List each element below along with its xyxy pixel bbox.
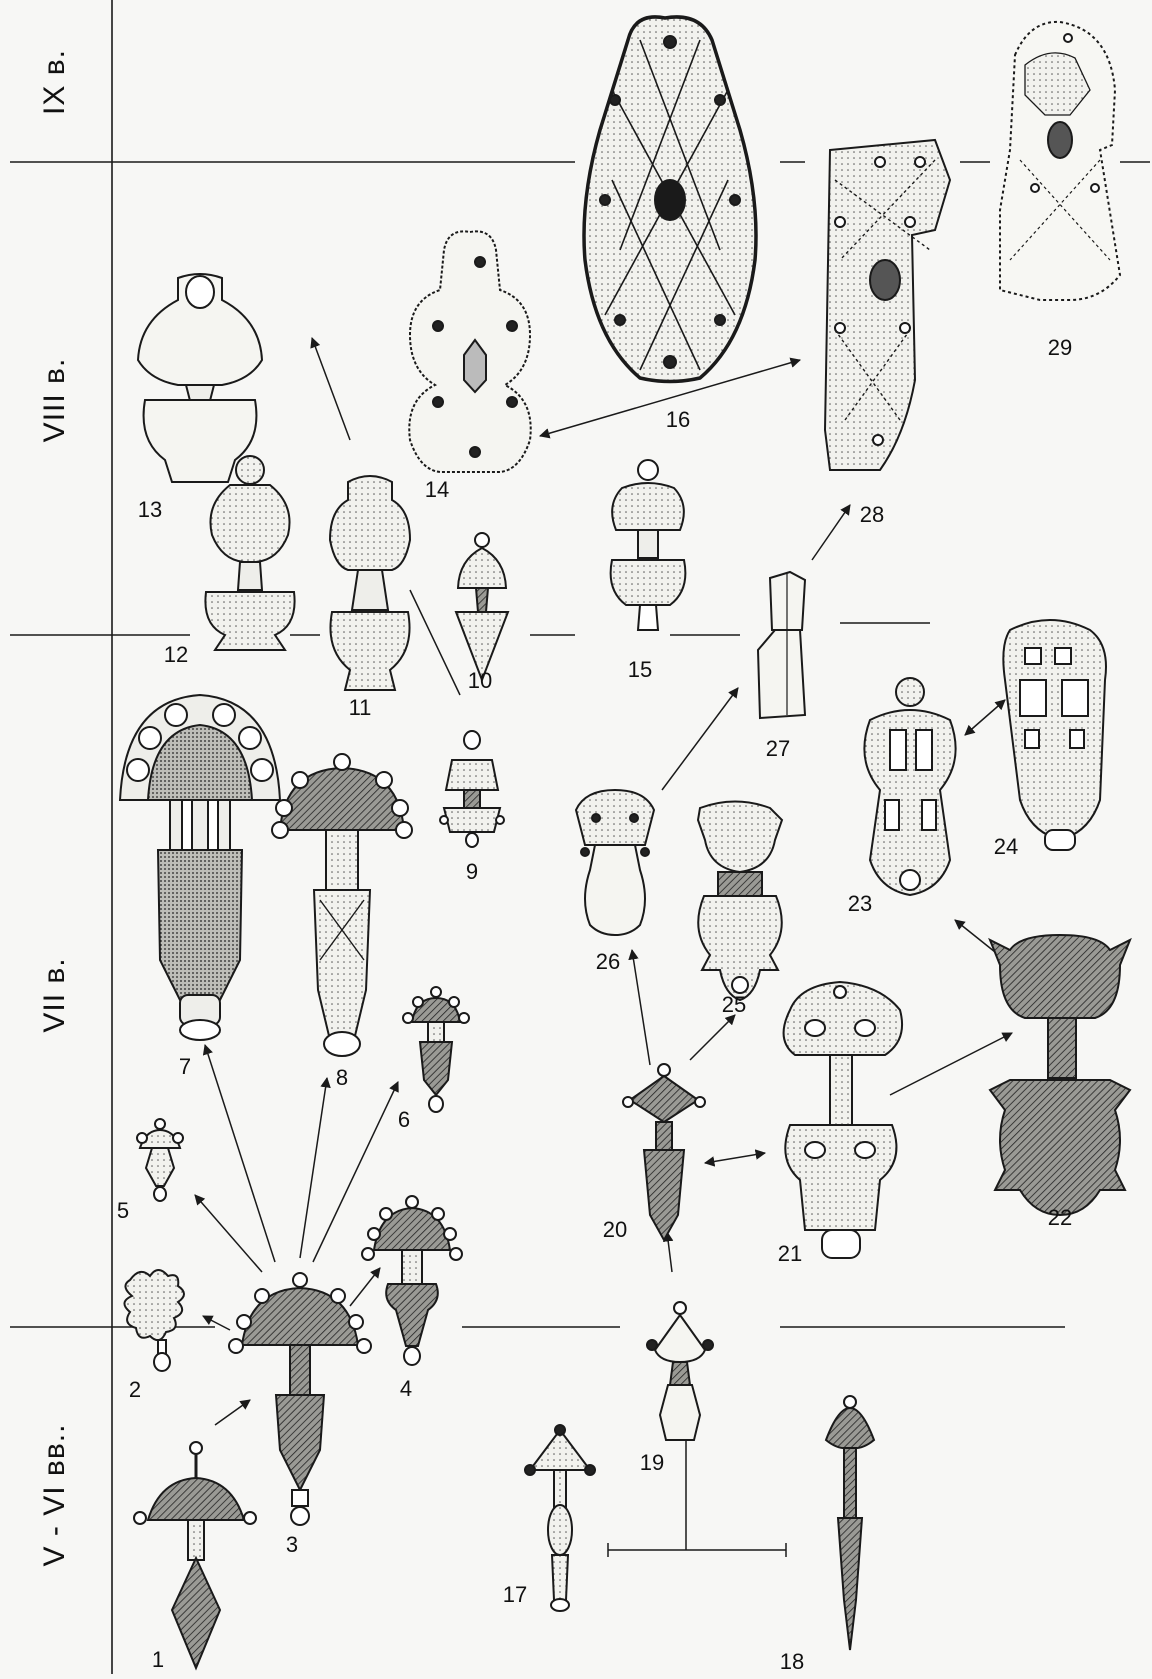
arrow-19-20 (667, 1232, 672, 1272)
figure-number: 22 (1048, 1205, 1072, 1231)
figure-number: 5 (117, 1198, 129, 1224)
figure-number: 17 (503, 1582, 527, 1608)
figure-number: 4 (400, 1376, 412, 1402)
figure-number: 11 (349, 695, 372, 721)
figure-number: 3 (286, 1532, 298, 1558)
fibula-4 (362, 1196, 462, 1365)
figure-number: 18 (780, 1649, 804, 1675)
fibula-15 (611, 460, 686, 630)
arrow-22-23 (955, 920, 995, 952)
arrow-21-22 (890, 1033, 1012, 1095)
figure-number: 21 (778, 1241, 802, 1267)
period-label-viii: VIII в. (38, 358, 72, 443)
arrow-20-25 (690, 1015, 735, 1060)
fibula-22 (990, 935, 1130, 1215)
fibula-18 (826, 1396, 874, 1650)
period-label-ix: IX в. (38, 49, 72, 115)
fibula-9 (440, 731, 504, 847)
figure-number: 10 (468, 668, 492, 694)
figure-number: 28 (860, 502, 884, 528)
figure-number: 16 (666, 407, 690, 433)
fibula-26 (576, 790, 654, 935)
figure-number: 15 (628, 657, 652, 683)
arrow-20-21 (705, 1153, 765, 1163)
period-label-vii: VII в. (38, 957, 72, 1032)
figure-number: 12 (164, 642, 188, 668)
figure-number: 27 (766, 736, 790, 762)
fibula-24 (1003, 620, 1106, 850)
figure-number: 7 (179, 1054, 191, 1080)
figure-number: 1 (152, 1647, 164, 1673)
figure-number: 19 (640, 1450, 664, 1476)
arrow-3-5 (195, 1195, 262, 1272)
arrow-11-13 (312, 338, 350, 440)
figure-number: 24 (994, 834, 1018, 860)
figure-number: 29 (1048, 335, 1072, 361)
figure-number: 6 (398, 1107, 410, 1133)
fibula-12 (205, 456, 294, 650)
arrow-9-11 (410, 590, 460, 695)
arrow-3-4 (350, 1268, 380, 1306)
fibula-20 (623, 1064, 705, 1240)
fibula-7 (120, 695, 280, 1040)
arrow-23-24 (965, 700, 1005, 735)
fibula-5 (137, 1119, 183, 1201)
fibula-13 (138, 274, 262, 482)
fibula-3 (229, 1273, 371, 1525)
fibula-29 (1000, 22, 1120, 300)
arrow-26-27 (662, 688, 738, 790)
fibula-1 (134, 1442, 256, 1668)
arrow-3-7 (205, 1045, 275, 1262)
figure-number: 25 (722, 992, 746, 1018)
figure-number: 26 (596, 949, 620, 975)
fibula-21 (784, 982, 902, 1258)
arrow-3-2 (203, 1316, 230, 1330)
figure-number: 23 (848, 891, 872, 917)
figure-number: 13 (138, 497, 162, 523)
arrow-27-28 (812, 505, 850, 560)
figure-number: 8 (336, 1065, 348, 1091)
fibula-25 (698, 802, 782, 1001)
fibula-19 (647, 1302, 713, 1440)
figure-number: 9 (466, 859, 478, 885)
fibula-8 (272, 754, 412, 1056)
fibula-6 (403, 987, 469, 1112)
fibula-10 (456, 533, 508, 680)
fibula-11 (330, 476, 410, 690)
arrow-1-3 (215, 1400, 250, 1425)
fibula-2 (124, 1270, 184, 1371)
figure-number: 20 (603, 1217, 627, 1243)
fibula-28 (825, 140, 950, 470)
figure-number: 2 (129, 1377, 141, 1403)
fibula-23 (864, 678, 955, 895)
figure-number: 14 (425, 477, 449, 503)
fibula-16 (584, 17, 756, 382)
fibula-27 (758, 572, 805, 718)
period-label-v-vi: V - VI вв.. (38, 1424, 72, 1567)
fibula-14 (409, 231, 530, 472)
fibula-17 (525, 1425, 595, 1611)
arrow-20-26 (632, 950, 650, 1065)
arrow-3-8 (300, 1078, 327, 1258)
